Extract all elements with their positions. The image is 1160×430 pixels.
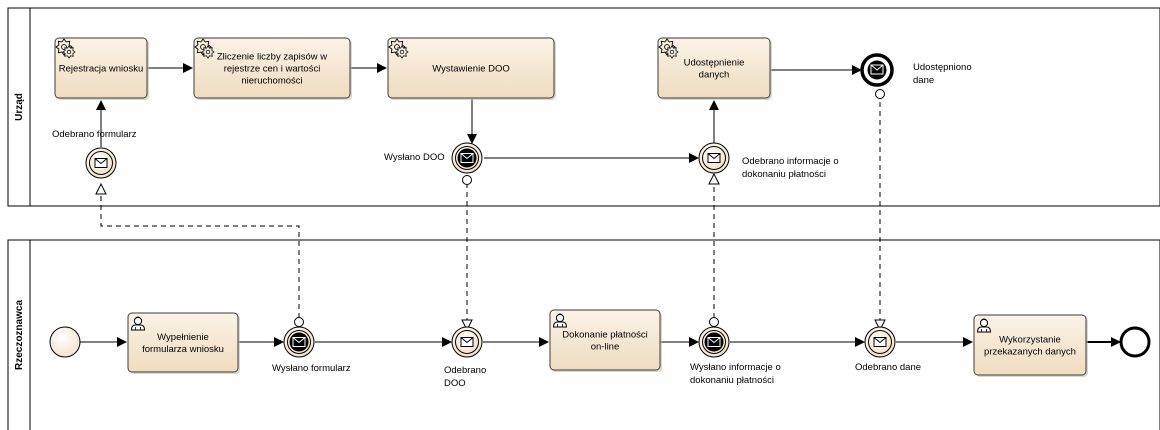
envelope-icon [707, 153, 721, 163]
tasks-layer: Rejestracja wniosku Zliczenie liczby zapi… [54, 37, 1088, 377]
envelope-icon [704, 332, 724, 352]
envelope-icon [289, 332, 309, 352]
message-flow-formularz [101, 184, 300, 318]
user-icon [130, 316, 146, 331]
end-event [1119, 326, 1151, 358]
event-odebrano-formularz[interactable] [85, 147, 117, 179]
event-wyslano-formularz[interactable] [283, 326, 315, 358]
envelope-icon [873, 337, 887, 347]
task-wystawienie-doo-label: Wystawienie DOO [432, 64, 510, 75]
lane-urzad: Urząd [7, 7, 1160, 207]
event-odebrano-doo[interactable] [451, 326, 483, 358]
envelope-icon [94, 158, 108, 168]
task-rejestracja-wniosku-label: Rejestracja wniosku [59, 64, 143, 75]
task-wystawienie-doo[interactable]: Wystawienie DOO [387, 37, 556, 100]
user-icon [552, 313, 568, 328]
lane-title-urzad: Urząd [14, 93, 25, 121]
event-odebrano-info[interactable] [698, 142, 730, 174]
gear-icon [658, 38, 679, 59]
label-odebrano-dane: Odebrano dane [855, 362, 921, 373]
event-wyslano-info[interactable] [698, 326, 730, 358]
end-event-message [860, 53, 894, 87]
lane-title-rzeczoznawca: Rzeczoznawca [14, 300, 25, 370]
gear-icon [388, 38, 409, 59]
start-event [49, 326, 81, 358]
message-flows [101, 93, 880, 330]
gear-icon [55, 38, 76, 59]
events-layer [85, 142, 896, 358]
gear-icon [194, 38, 215, 59]
event-odebrano-dane[interactable] [864, 326, 896, 358]
label-wyslano-formularz: Wysłano formularz [272, 363, 351, 374]
label-odebrano-formularz: Odebrano formularz [52, 129, 137, 140]
sequence-flows [80, 63, 1121, 347]
task-rejestracja-wniosku[interactable]: Rejestracja wniosku [54, 37, 149, 100]
envelope-icon [460, 337, 474, 347]
user-icon [976, 318, 992, 333]
envelope-icon [457, 148, 477, 168]
event-wyslano-doo[interactable] [451, 142, 483, 174]
label-wyslano-doo: Wysłano DOO [384, 152, 445, 163]
